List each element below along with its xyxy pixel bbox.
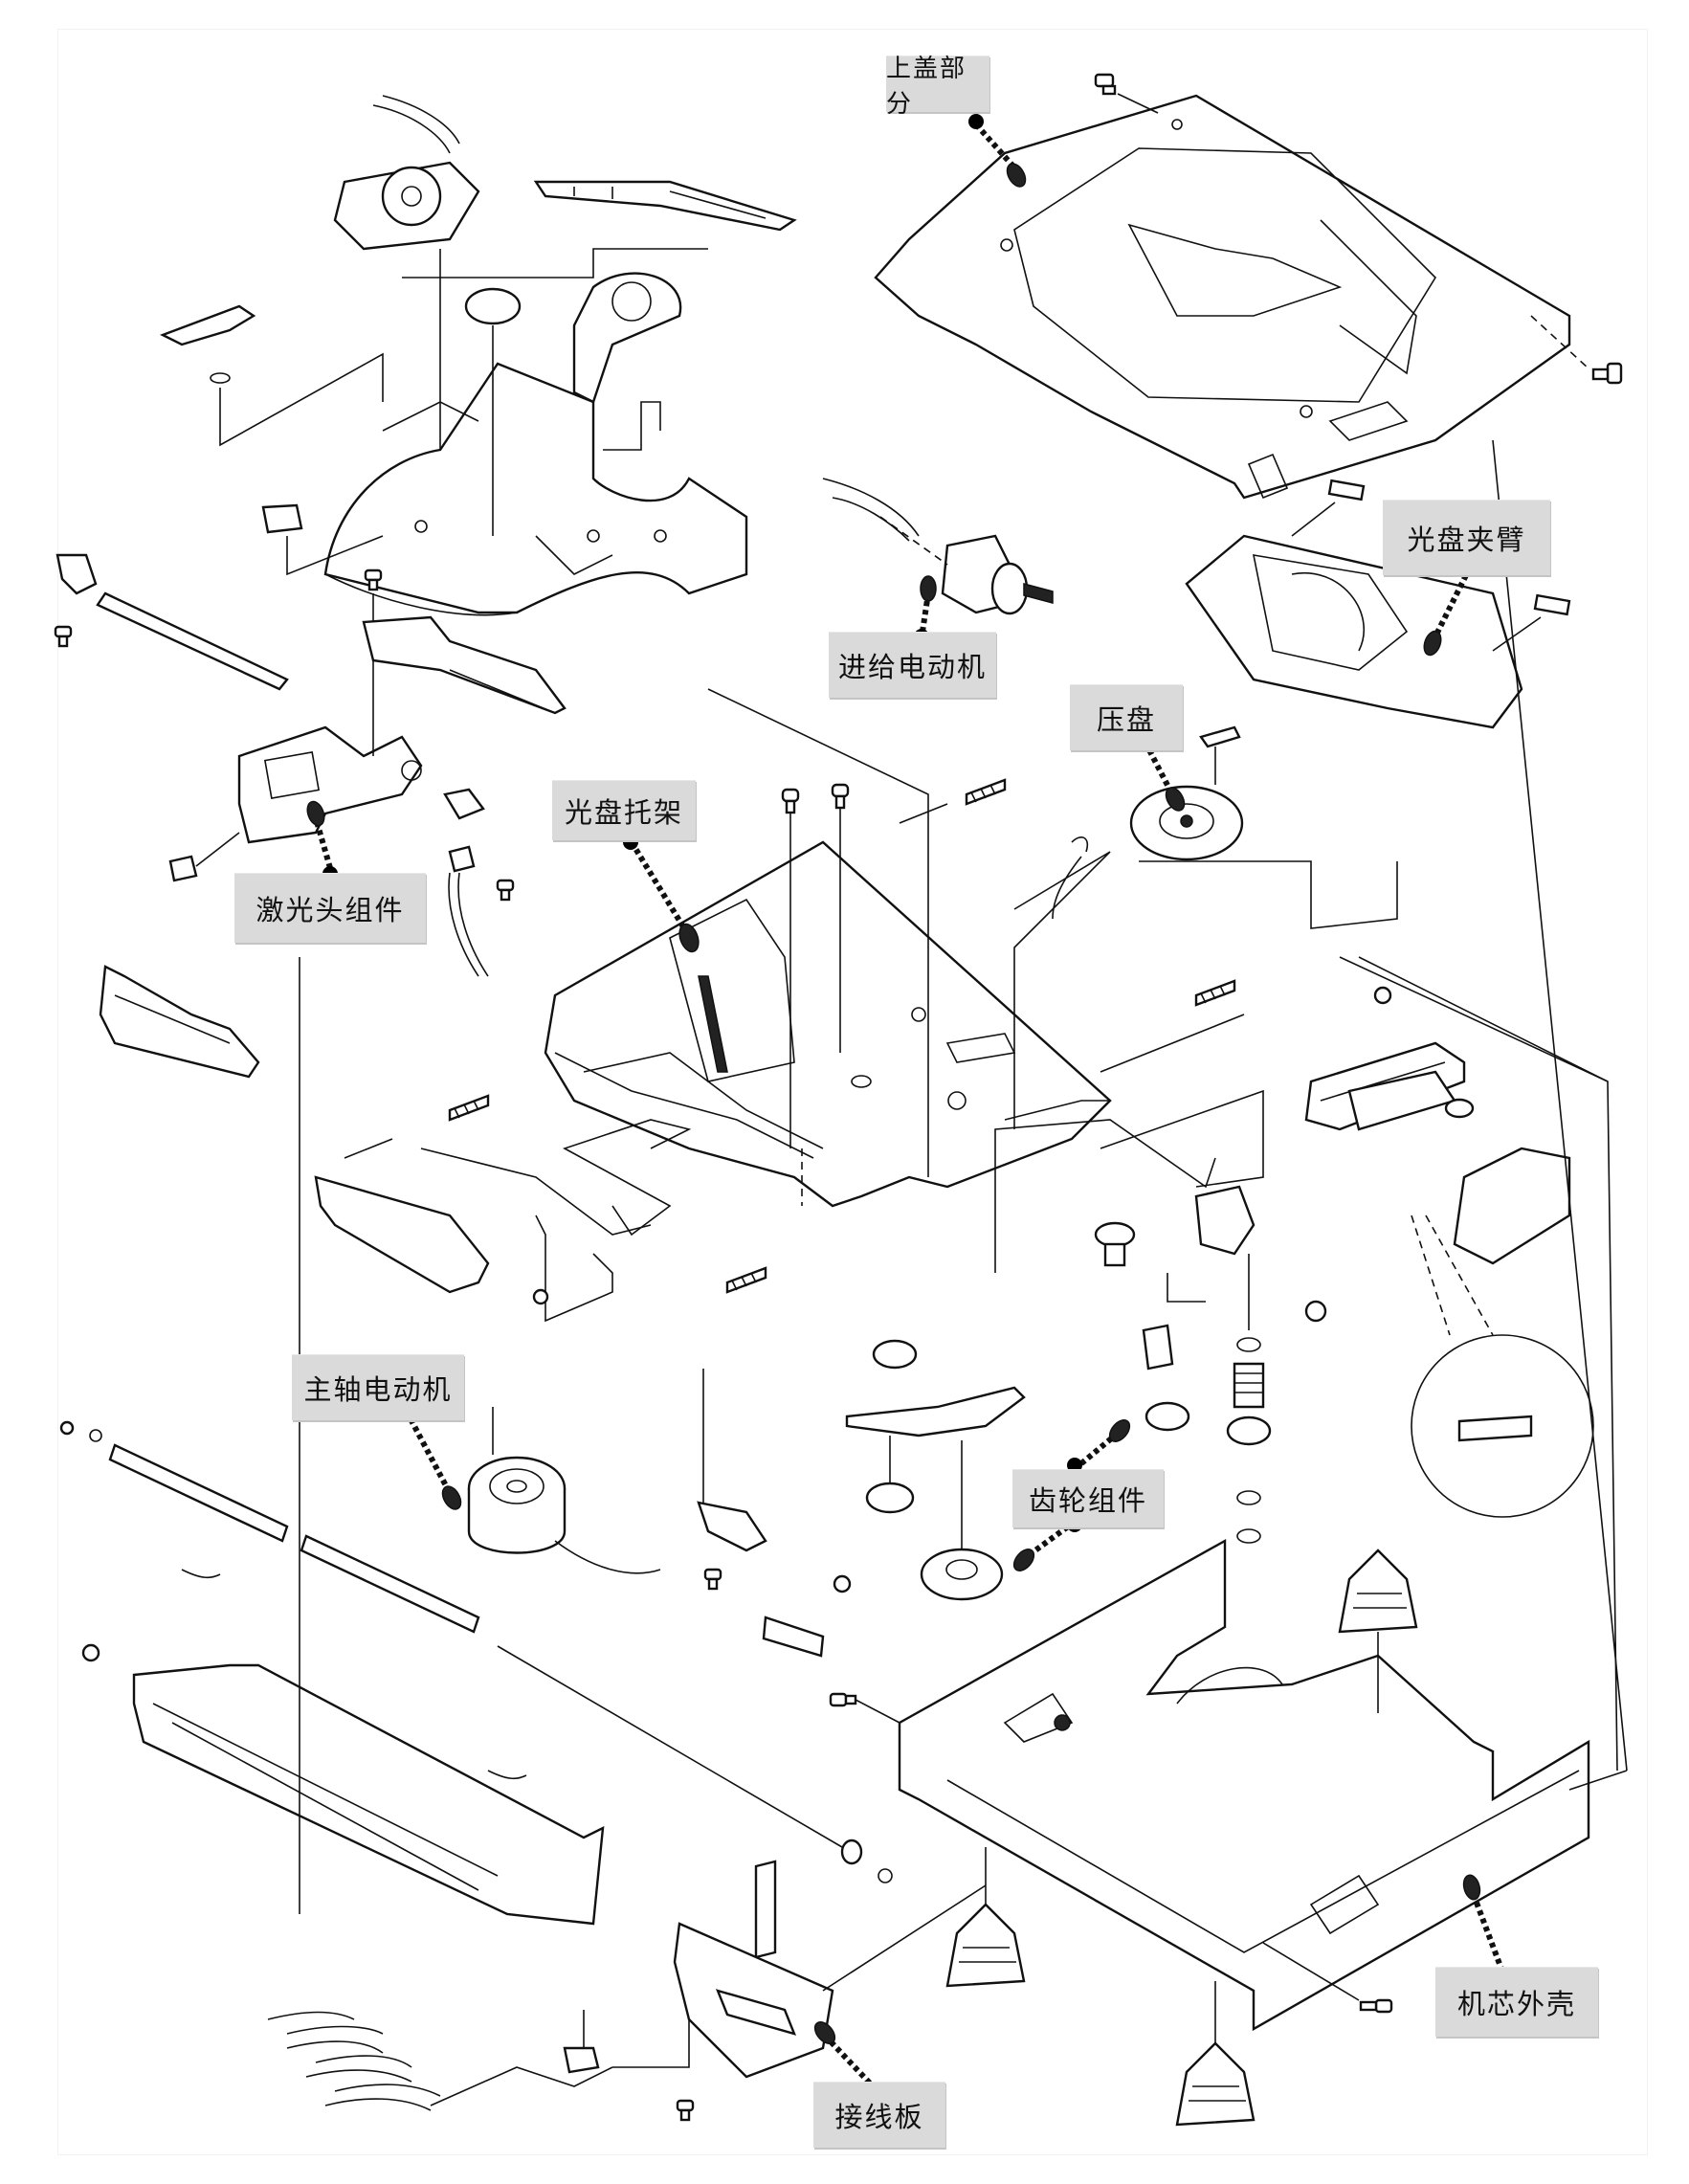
- screw-icon: [703, 1568, 722, 1591]
- top-cover-part: [874, 73, 1623, 500]
- screw-icon: [1591, 362, 1623, 385]
- wiring-board-part: [267, 1860, 987, 2122]
- label-chassis-housing: 机芯外壳: [1435, 1967, 1598, 2037]
- screw-icon: [364, 568, 383, 591]
- diagram-frame: [57, 29, 1648, 2155]
- screw-icon: [1094, 73, 1117, 96]
- label-laser-pickup: 激光头组件: [234, 873, 426, 943]
- label-gear-assembly: 齿轮组件: [1012, 1469, 1164, 1527]
- loading-mechanism-part: [160, 95, 797, 616]
- screw-icon: [496, 879, 515, 902]
- label-top-cover: 上盖部分: [886, 55, 989, 119]
- screw-icon: [781, 788, 800, 814]
- chassis-housing-part: [829, 1538, 1628, 2127]
- label-wiring-board: 接线板: [813, 2082, 945, 2148]
- screw-icon: [831, 783, 850, 810]
- disc-clamp-arm-part: [1185, 479, 1571, 729]
- slider-part: [994, 439, 1628, 1772]
- screw-icon: [54, 625, 73, 648]
- feed-motor-part: [822, 478, 1054, 615]
- label-clamper: 压盘: [1070, 684, 1183, 750]
- screw-icon: [676, 2099, 695, 2122]
- laser-pickup-part: [54, 553, 567, 1079]
- screw-icon: [829, 1692, 857, 1707]
- label-disc-tray: 光盘托架: [552, 780, 696, 840]
- label-disc-clamp-arm: 光盘夹臂: [1383, 500, 1550, 575]
- label-feed-motor: 进给电动机: [829, 632, 996, 698]
- gear-assembly-part: [845, 1185, 1327, 1601]
- label-spindle-motor: 主轴电动机: [292, 1354, 464, 1420]
- disc-tray-part: [314, 688, 1609, 1323]
- spindle-motor-part: [467, 1407, 661, 1574]
- clamper-part: [1129, 725, 1244, 861]
- roller-shaft-part: [59, 957, 893, 1926]
- screw-icon: [1359, 1998, 1393, 2014]
